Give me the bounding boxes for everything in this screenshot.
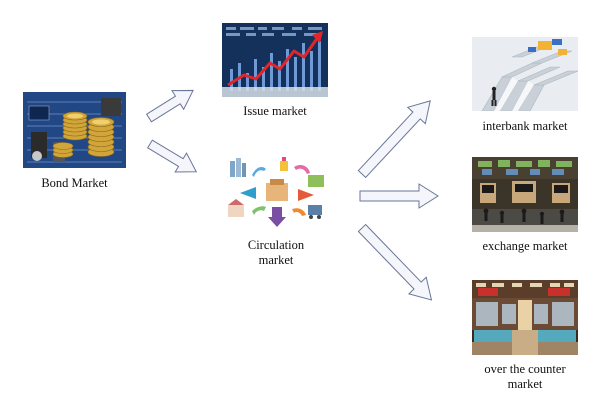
arrow-circulation-to-otc xyxy=(357,223,433,301)
commerce-flow-icons xyxy=(222,155,330,230)
arrow-circulation-to-exchange xyxy=(359,183,439,209)
issue-market-label: Issue market xyxy=(243,104,307,118)
bond-market-label: Bond Market xyxy=(41,176,108,190)
arrow-bond-to-circulation xyxy=(146,139,198,173)
stock-chart-rising-arrow-icon xyxy=(222,23,328,97)
otc-market-label: over the counter market xyxy=(466,362,584,392)
otc-market-label-line2: market xyxy=(507,377,543,391)
exchange-market-label: exchange market xyxy=(482,239,568,253)
circulation-market-label-line1: Circulation xyxy=(247,238,305,252)
interbank-market-label: interbank market xyxy=(482,119,568,133)
shopping-mall-interior-icon xyxy=(472,280,578,355)
otc-market-label-line1: over the counter xyxy=(484,362,566,376)
arrow-circulation-to-interbank xyxy=(357,100,431,179)
trading-floor-photo-icon xyxy=(472,157,578,232)
circulation-market-label: Circulation market xyxy=(222,238,330,268)
gold-coins-on-circuit-board-icon xyxy=(23,92,126,168)
maze-with-figure-icon xyxy=(472,37,578,111)
circulation-market-label-line2: market xyxy=(258,253,294,267)
arrow-bond-to-issue xyxy=(145,89,194,123)
